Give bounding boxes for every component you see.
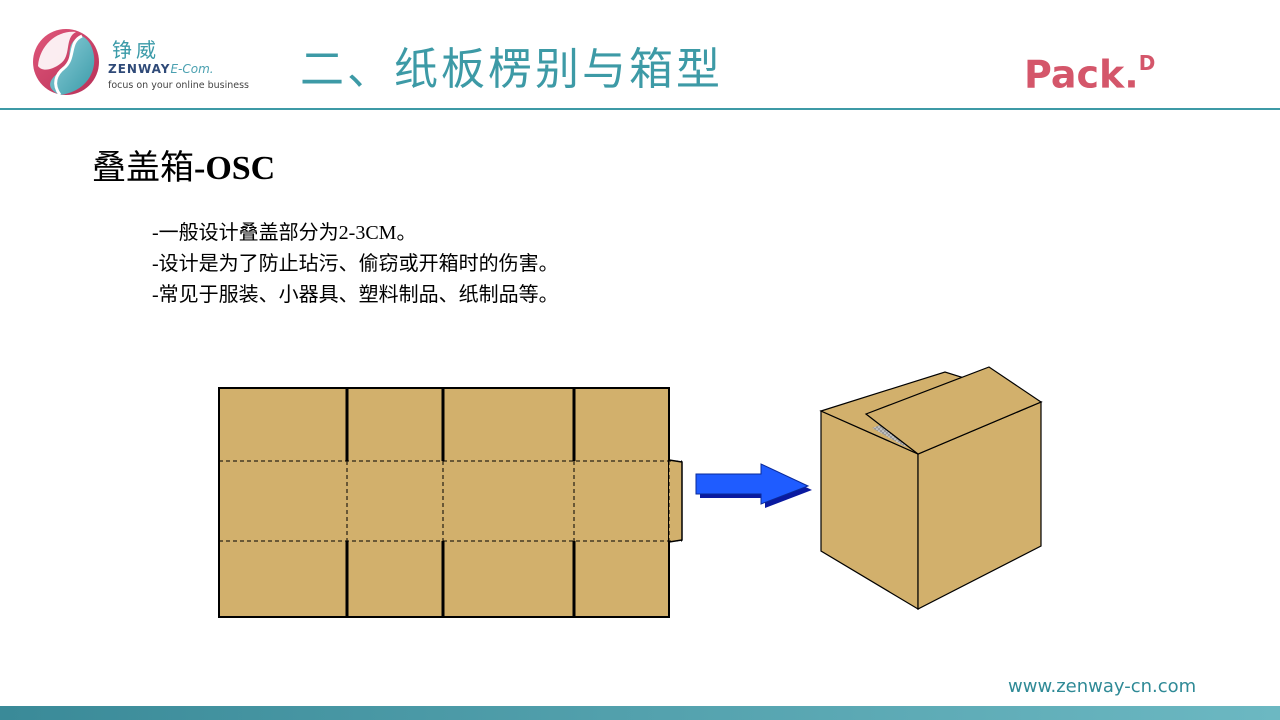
unfolded-box-blank [218, 387, 683, 618]
brand-tagline: focus on your online business [108, 80, 250, 91]
brand-name-en: ZENWAYE-Com. [108, 62, 214, 76]
section-title-en: -OSC [194, 150, 276, 187]
page-title: 二、纸板楞别与箱型 [300, 44, 723, 95]
right-arrow-icon [695, 463, 812, 508]
pack-logo-superscript: D [1138, 51, 1156, 75]
bullet-item: -设计是为了防止玷污、偷窃或开箱时的伤害。 [152, 253, 559, 275]
header-divider [0, 108, 1280, 110]
pack-d-logo: Pack.D [1024, 44, 1155, 98]
bullet-list: -一般设计叠盖部分为2-3CM。 -设计是为了防止玷污、偷窃或开箱时的伤害。 -… [152, 218, 559, 311]
section-title-cn: 叠盖箱 [92, 148, 194, 188]
pack-logo-text: Pack. [1024, 52, 1139, 97]
footer-bar [0, 706, 1280, 720]
brand-name-en-main: ZENWAY [108, 62, 171, 76]
assembled-box [819, 366, 1043, 611]
bullet-item: -一般设计叠盖部分为2-3CM。 [152, 222, 417, 244]
brand-name-cn: 铮威 [112, 38, 160, 62]
website-url: www.zenway-cn.com [1008, 676, 1197, 697]
section-title: 叠盖箱-OSC [92, 146, 275, 191]
zenway-logo-icon [33, 29, 99, 96]
brand-name-en-suffix: E-Com. [170, 62, 214, 76]
bullet-item: -常见于服装、小器具、塑料制品、纸制品等。 [152, 284, 559, 306]
